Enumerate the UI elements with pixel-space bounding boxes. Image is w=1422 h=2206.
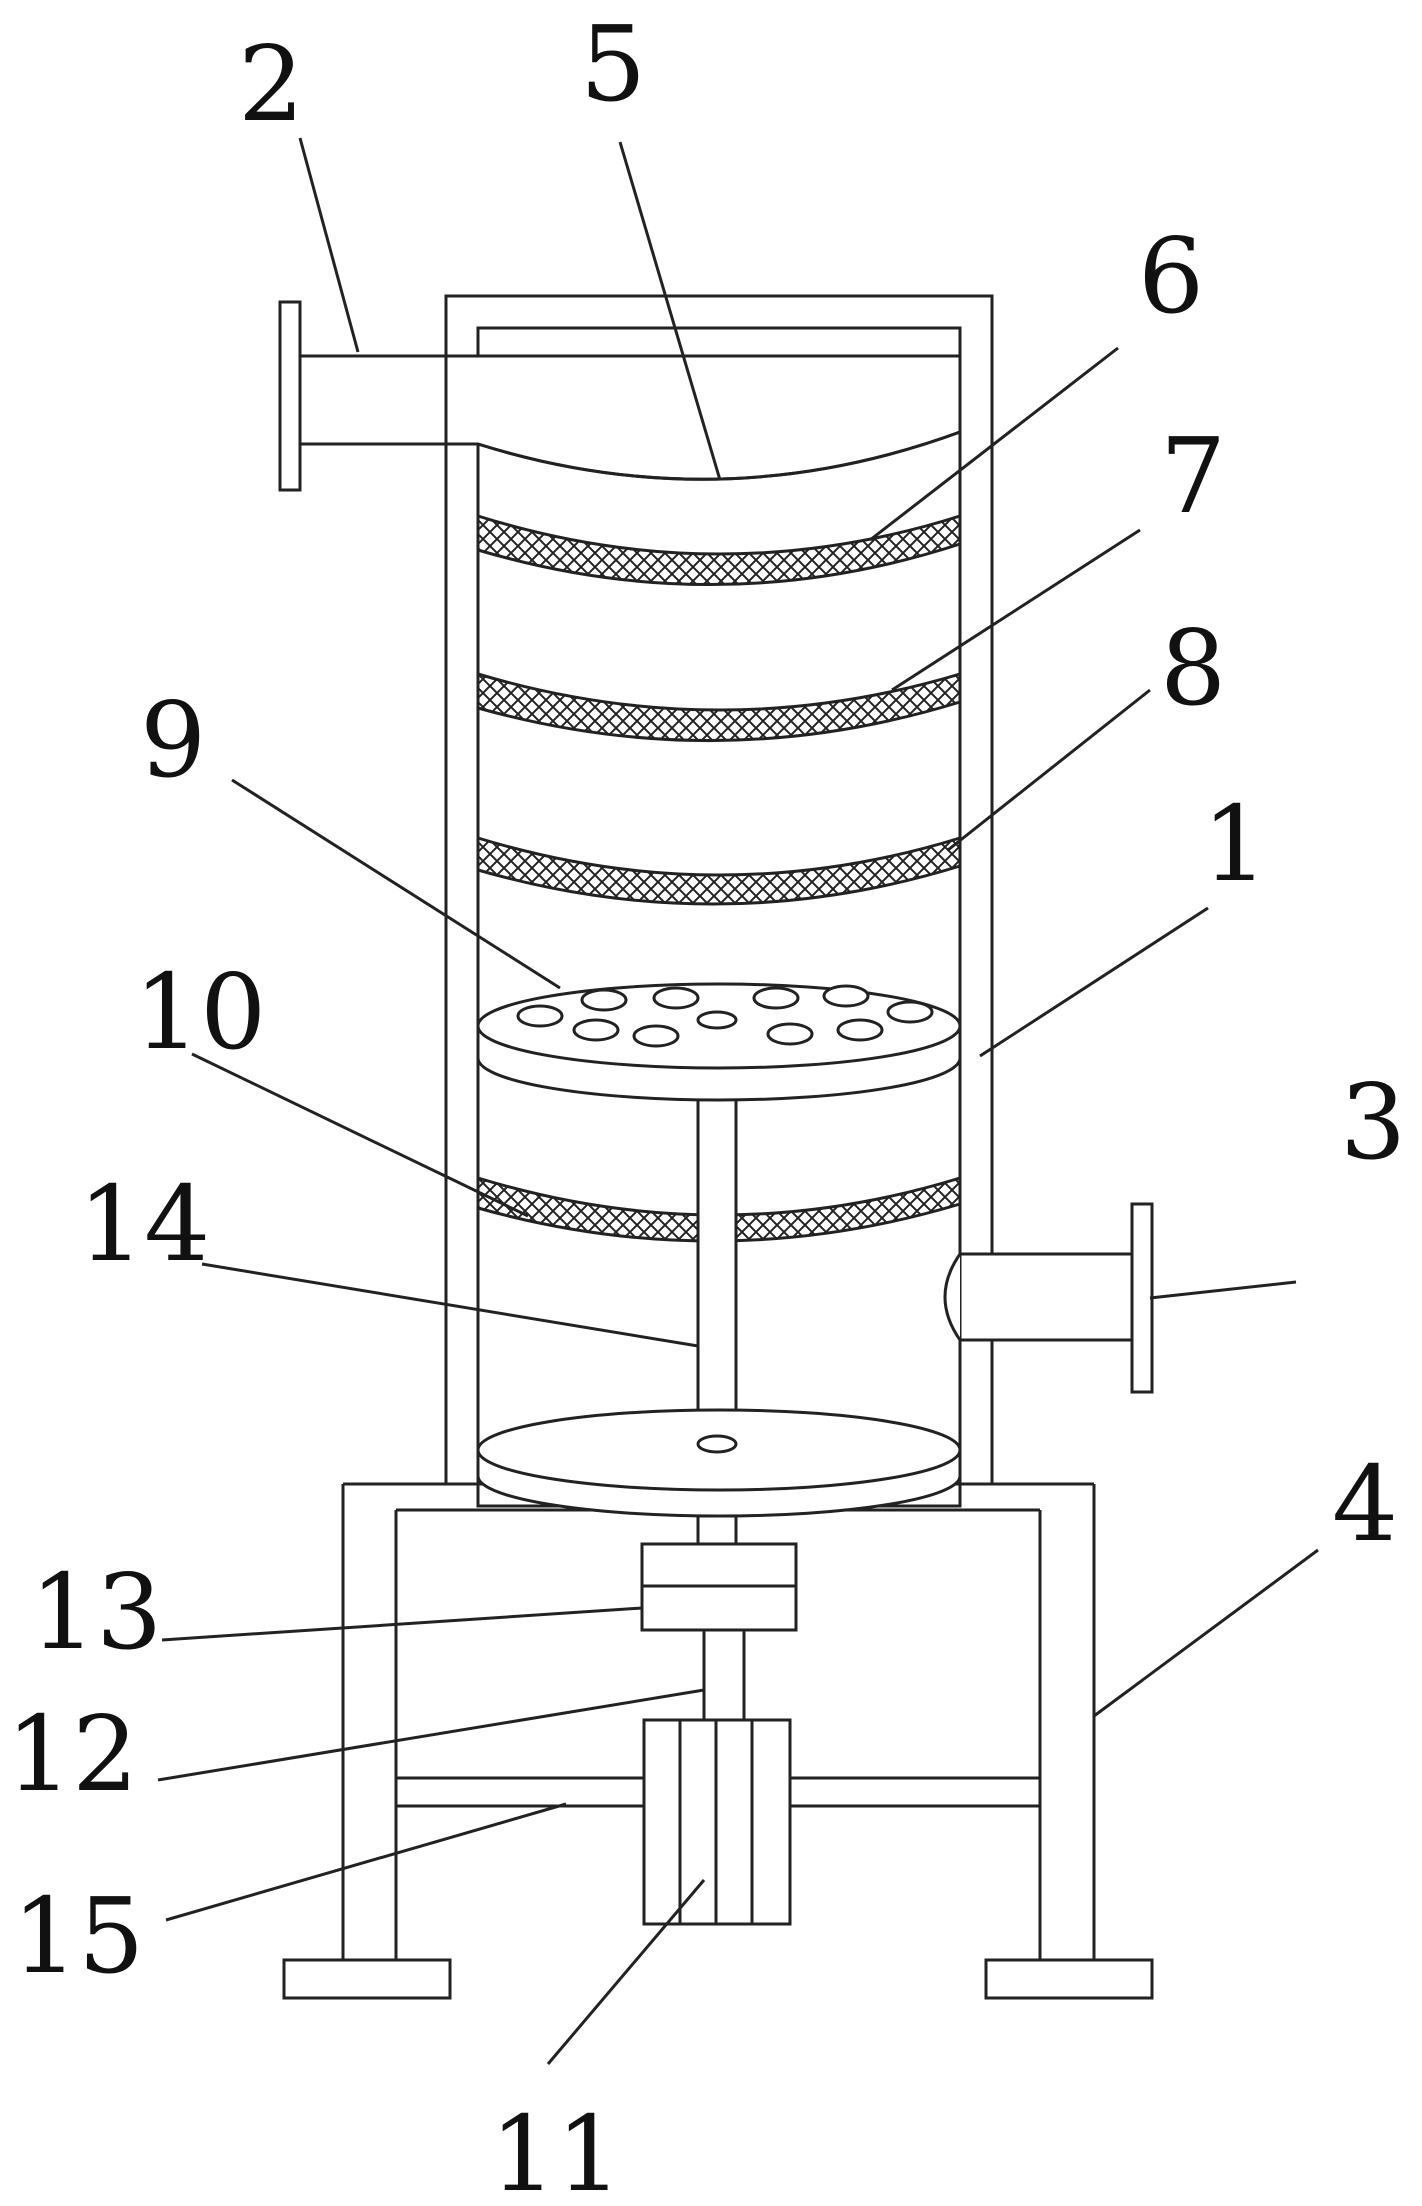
label-14: 14	[78, 1163, 210, 1285]
label-7: 7	[1160, 415, 1226, 537]
label-15: 15	[12, 1875, 144, 1997]
label-2: 2	[238, 23, 304, 145]
filter-mesh-upper	[476, 513, 962, 587]
motor	[642, 1718, 792, 1926]
right-foot	[984, 1958, 1154, 2000]
label-12: 12	[6, 1693, 138, 1815]
filter-mesh-bottom	[476, 1175, 962, 1243]
label-10: 10	[134, 951, 266, 1073]
perforated-plate	[476, 982, 962, 1102]
bottom-disk	[476, 1408, 962, 1518]
coupling	[640, 1542, 798, 1632]
label-4: 4	[1332, 1443, 1398, 1565]
cross-brace	[394, 1776, 1042, 1808]
leader-lines	[157, 137, 1319, 2065]
motor-shaft	[696, 1514, 746, 1722]
label-5: 5	[580, 3, 646, 125]
filter-mesh-middle	[476, 671, 962, 743]
label-11: 11	[490, 2093, 622, 2206]
left-foot	[282, 1958, 452, 2000]
label-9: 9	[140, 679, 206, 801]
label-1: 1	[1202, 783, 1268, 905]
outlet-pipe	[943, 1202, 1154, 1394]
label-13: 13	[30, 1551, 162, 1673]
label-6: 6	[1138, 215, 1204, 337]
label-8: 8	[1160, 607, 1226, 729]
label-3: 3	[1340, 1061, 1406, 1183]
filter-mesh-lower	[476, 835, 962, 906]
